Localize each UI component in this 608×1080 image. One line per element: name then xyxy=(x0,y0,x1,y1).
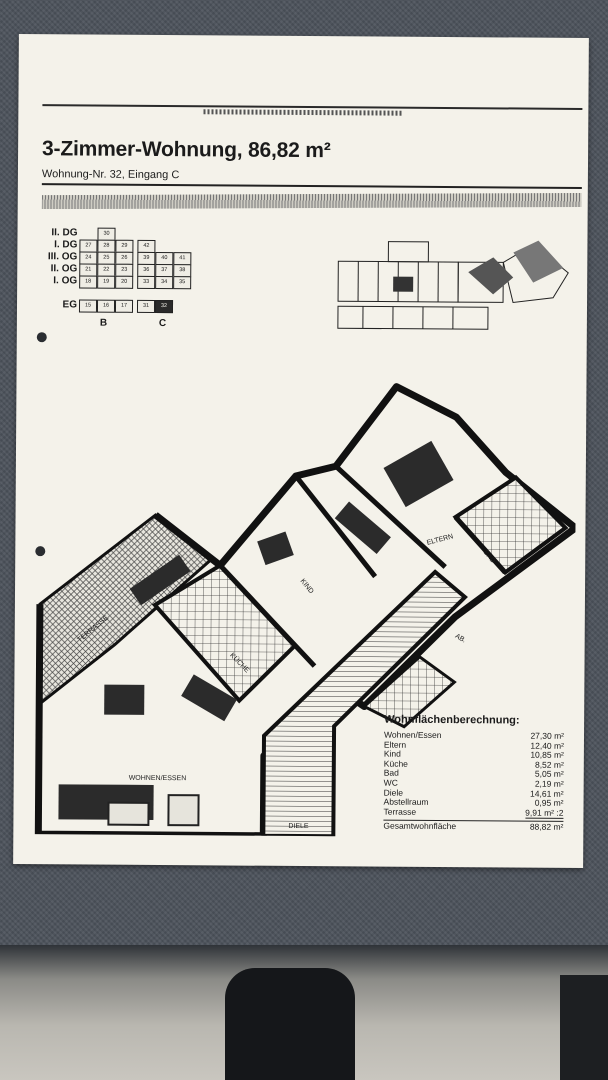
apartment-floor-plan: ELTERN KIND KÜCHE BAD AB. WOHNEN/ESSEN D… xyxy=(34,383,577,838)
unit-cell: 20 xyxy=(115,275,134,289)
unit-cell-highlighted: 32 xyxy=(154,299,174,314)
room-label-wohnen: WOHNEN/ESSEN xyxy=(129,775,187,782)
floor-label: II. DG xyxy=(51,227,78,239)
floor-label: I. DG xyxy=(54,239,78,251)
unit-cell: 17 xyxy=(114,299,134,313)
room-label-eltern: ELTERN xyxy=(426,533,454,547)
unit-cell: 35 xyxy=(173,276,192,290)
floor-label: I. OG xyxy=(53,275,78,287)
area-total-label: Gesamtwohnfläche xyxy=(383,820,457,832)
area-table-heading: Wohnflächenberechnung: xyxy=(384,713,520,727)
area-label: Terrasse xyxy=(383,806,417,817)
floor-label: III. OG xyxy=(47,251,78,263)
area-total-row: Gesamtwohnfläche 88,82 m² xyxy=(383,819,564,833)
entrance-label-b: B xyxy=(99,317,108,329)
entrance-label-c: C xyxy=(158,318,167,330)
site-plan-thumbnail xyxy=(337,240,569,330)
unit-cell: 15 xyxy=(78,299,98,313)
shoe-edge xyxy=(560,975,608,1080)
floor-label: II. OG xyxy=(50,263,78,275)
punch-hole xyxy=(36,332,47,343)
document-subtitle: Wohnung-Nr. 32, Eingang C xyxy=(41,168,180,182)
floor-label: EG xyxy=(62,299,78,311)
area-total-value: 88,82 m² xyxy=(529,821,564,833)
document-title: 3-Zimmer-Wohnung, 86,82 m² xyxy=(42,137,331,163)
room-label-ab: AB. xyxy=(454,633,467,645)
area-row: Terrasse 9,91 m² :2 xyxy=(383,806,564,820)
unit-cell: 33 xyxy=(137,275,156,289)
unit-cell: 31 xyxy=(136,299,156,313)
top-dotted-rule xyxy=(203,109,404,116)
floor-labels: II. DG I. DG III. OG II. OG I. OG EG xyxy=(37,227,78,311)
floor-label xyxy=(37,287,77,299)
unit-cell: 34 xyxy=(155,275,174,290)
unit-cell: 18 xyxy=(79,275,98,289)
room-label-kind: KIND xyxy=(299,578,315,595)
shoe xyxy=(225,968,355,1080)
unit-cell: 19 xyxy=(97,275,116,289)
unit-cell: 16 xyxy=(96,299,116,313)
header-rule xyxy=(41,183,582,189)
floorplan-sheet: 3-Zimmer-Wohnung, 86,82 m² Wohnung-Nr. 3… xyxy=(13,34,589,868)
room-label-diele: DIELE xyxy=(288,823,309,830)
area-value: 9,91 m² :2 xyxy=(525,807,564,820)
header-band xyxy=(42,189,582,213)
